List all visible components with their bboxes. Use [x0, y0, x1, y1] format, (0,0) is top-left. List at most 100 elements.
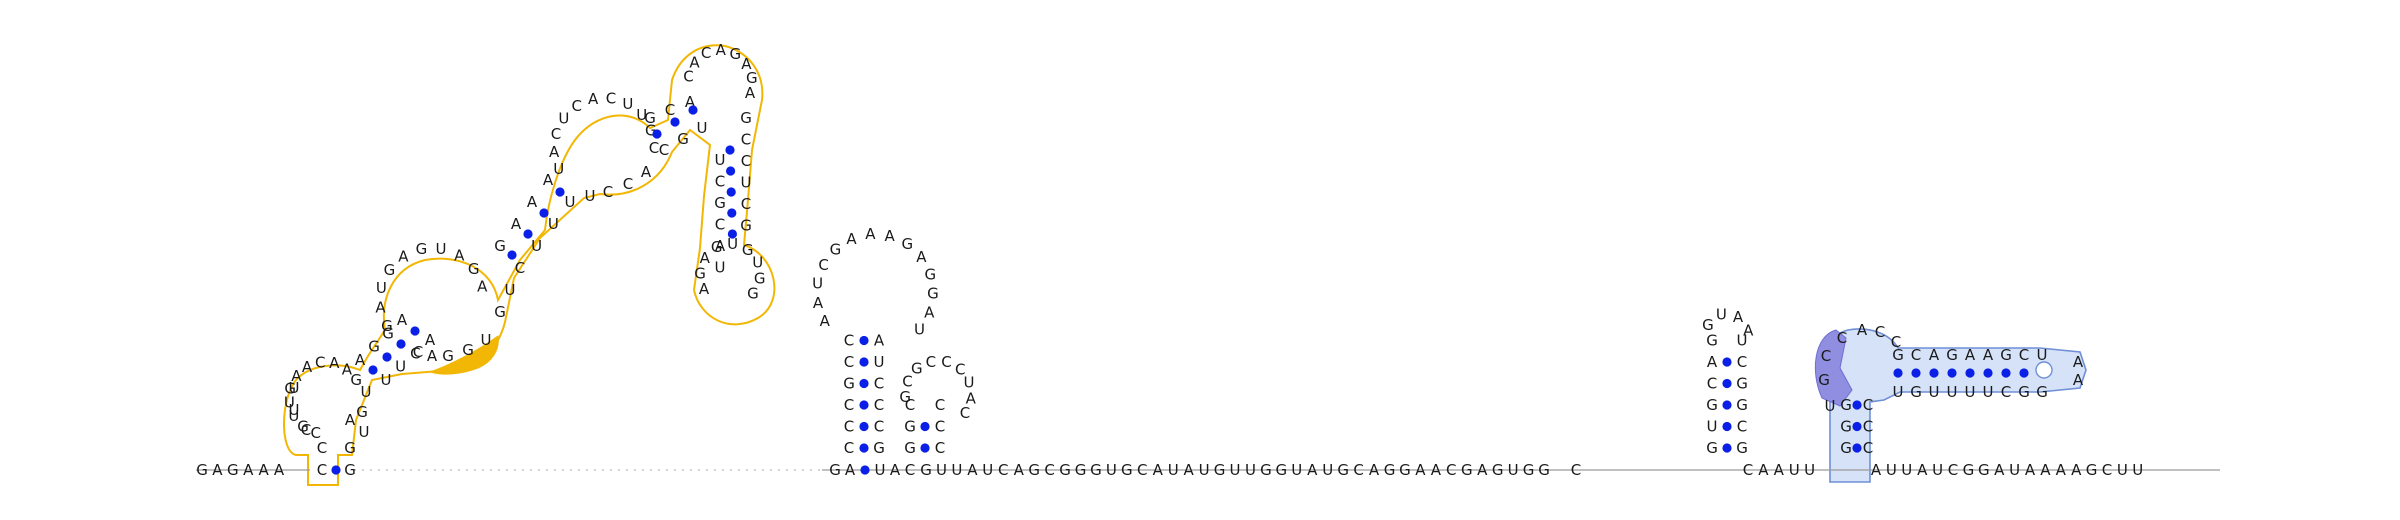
hairpin1-loop-nucleotide: G — [830, 241, 842, 259]
orange-loop-nucleotide: G — [742, 241, 754, 259]
five-prime-nucleotide: A — [243, 461, 254, 479]
hairpin1-loop-nucleotide: G — [927, 285, 939, 303]
hairpin1-loop-nucleotide: G — [901, 235, 913, 253]
middle-nucleotide: A — [1014, 461, 1025, 479]
five-prime-nucleotide: A — [212, 461, 223, 479]
orange-loop-nucleotide: C — [683, 67, 693, 85]
three-prime-nucleotide: A — [1994, 461, 2005, 479]
blue-hairpin-nucleotide: U — [2037, 346, 2048, 364]
blue-hairpin-nucleotide: C — [2001, 383, 2011, 401]
three-prime-nucleotide: G — [1963, 461, 1975, 479]
hairpin1-loop-nucleotide: G — [924, 265, 936, 283]
blue-hairpin-nucleotide: G — [1910, 383, 1922, 401]
base-pair-dot — [727, 229, 738, 239]
blue-hairpin-nucleotide: U — [1929, 383, 1940, 401]
base-pair-dot — [1722, 400, 1732, 410]
hairpin3-stem-nucleotide: G — [1706, 332, 1718, 350]
nucleotide: U — [1804, 461, 1815, 479]
base-pair-dot — [859, 357, 869, 367]
hairpin3-stem-nucleotide: G — [1706, 439, 1718, 457]
base-pair-dot — [727, 208, 737, 218]
orange-loop-nucleotide: G — [645, 121, 657, 139]
hairpin3-loop-nucleotide: A — [1733, 308, 1744, 326]
blue-hairpin-nucleotide: A — [1929, 346, 1940, 364]
middle-nucleotide: U — [1291, 461, 1302, 479]
orange-stem-nucleotide: G — [740, 109, 752, 127]
orange-filled-bulge — [428, 335, 499, 375]
five-prime-nucleotide: G — [196, 461, 208, 479]
hairpin1-stem-nucleotide: C — [844, 353, 854, 371]
orange-stem-nucleotide: A — [685, 93, 696, 111]
base-pair-dot — [2001, 368, 2011, 378]
three-prime-nucleotide: G — [2086, 461, 2098, 479]
middle-nucleotide: U — [1230, 461, 1241, 479]
hairpin3-stem-nucleotide: U — [1707, 418, 1718, 436]
base-pair-dot — [859, 443, 869, 453]
orange-stem-nucleotide: A — [715, 237, 726, 255]
middle-nucleotide: U — [1245, 461, 1256, 479]
middle-nucleotide: G — [1399, 461, 1411, 479]
middle-nucleotide: C — [1353, 461, 1363, 479]
hairpin1-loop-nucleotide: A — [813, 294, 824, 312]
three-prime-nucleotide: U — [1932, 461, 1943, 479]
middle-nucleotide: A — [967, 461, 978, 479]
blue-hairpin-loop-nucleotide: A — [2073, 371, 2084, 389]
hairpin1-stem-nucleotide: C — [874, 375, 884, 393]
hairpin1-stem-nucleotide: A — [874, 332, 885, 350]
hairpin3-stem-nucleotide: U — [1737, 332, 1748, 350]
hairpin3-stem-nucleotide: G — [1736, 396, 1748, 414]
orange-loop-nucleotide: U — [752, 254, 763, 272]
three-prime-nucleotide: U — [2009, 461, 2020, 479]
three-prime-nucleotide: G — [1978, 461, 1990, 479]
middle-nucleotide: G — [1028, 461, 1040, 479]
orange-loop-nucleotide: U — [553, 160, 564, 178]
middle-nucleotide: U — [1106, 461, 1117, 479]
hairpin1-stem-nucleotide: C — [874, 396, 884, 414]
orange-loop-nucleotide: A — [716, 41, 727, 59]
hairpin2-loop-nucleotide: G — [899, 388, 911, 406]
nucleotide: U — [875, 461, 886, 479]
nucleotide: A — [1774, 461, 1785, 479]
hairpin1-loop-nucleotide: A — [846, 230, 857, 248]
orange-stem-nucleotide: U — [531, 237, 542, 255]
base-pair-dot — [507, 250, 517, 260]
base-pair-dot — [860, 465, 870, 475]
three-prime-nucleotide: A — [2071, 461, 2082, 479]
hairpin3-stem-nucleotide: C — [1737, 353, 1747, 371]
nucleotide: U — [481, 331, 492, 349]
hairpin2-stem-nucleotide: C — [935, 396, 945, 414]
three-prime-nucleotide: A — [2025, 461, 2036, 479]
three-prime-nucleotide: U — [1886, 461, 1897, 479]
base-pair-dot — [1983, 368, 1993, 378]
middle-nucleotide: A — [1431, 461, 1442, 479]
orange-stem-nucleotide: G — [740, 217, 752, 235]
blue-stem-nucleotide: G — [1840, 396, 1852, 414]
nucleotide: G — [442, 347, 454, 365]
hairpin2-stem-nucleotide: G — [904, 418, 916, 436]
middle-nucleotide: U — [951, 461, 962, 479]
nucleotide: A — [845, 461, 856, 479]
base-pair-dot — [920, 443, 930, 453]
middle-nucleotide: A — [1477, 461, 1488, 479]
hairpin2-loop-nucleotide: C — [926, 353, 936, 371]
three-prime-nucleotide: U — [2132, 461, 2143, 479]
orange-loop-nucleotide: G — [384, 261, 396, 279]
nucleotide: A — [1758, 461, 1769, 479]
three-prime-nucleotide: C — [1948, 461, 1958, 479]
nucleotide: U — [359, 423, 370, 441]
blue-hairpin-nucleotide: U — [1965, 383, 1976, 401]
orange-stem-nucleotide: U — [381, 371, 392, 389]
hairpin1-loop-nucleotide: A — [885, 227, 896, 245]
hairpin2-loop-nucleotide: U — [964, 374, 975, 392]
nucleotide: C — [623, 175, 633, 193]
orange-loop-nucleotide: G — [381, 317, 393, 335]
base-pair-dot — [652, 129, 662, 139]
middle-nucleotide: A — [1184, 461, 1195, 479]
orange-stem-nucleotide: A — [397, 311, 408, 329]
nucleotide: U — [361, 383, 372, 401]
blue-hairpin-nucleotide: G — [2018, 383, 2030, 401]
nucleotide: G — [829, 461, 841, 479]
three-prime-nucleotide: A — [1871, 461, 1882, 479]
orange-loop-nucleotide: A — [741, 55, 752, 73]
middle-nucleotide: G — [1214, 461, 1226, 479]
